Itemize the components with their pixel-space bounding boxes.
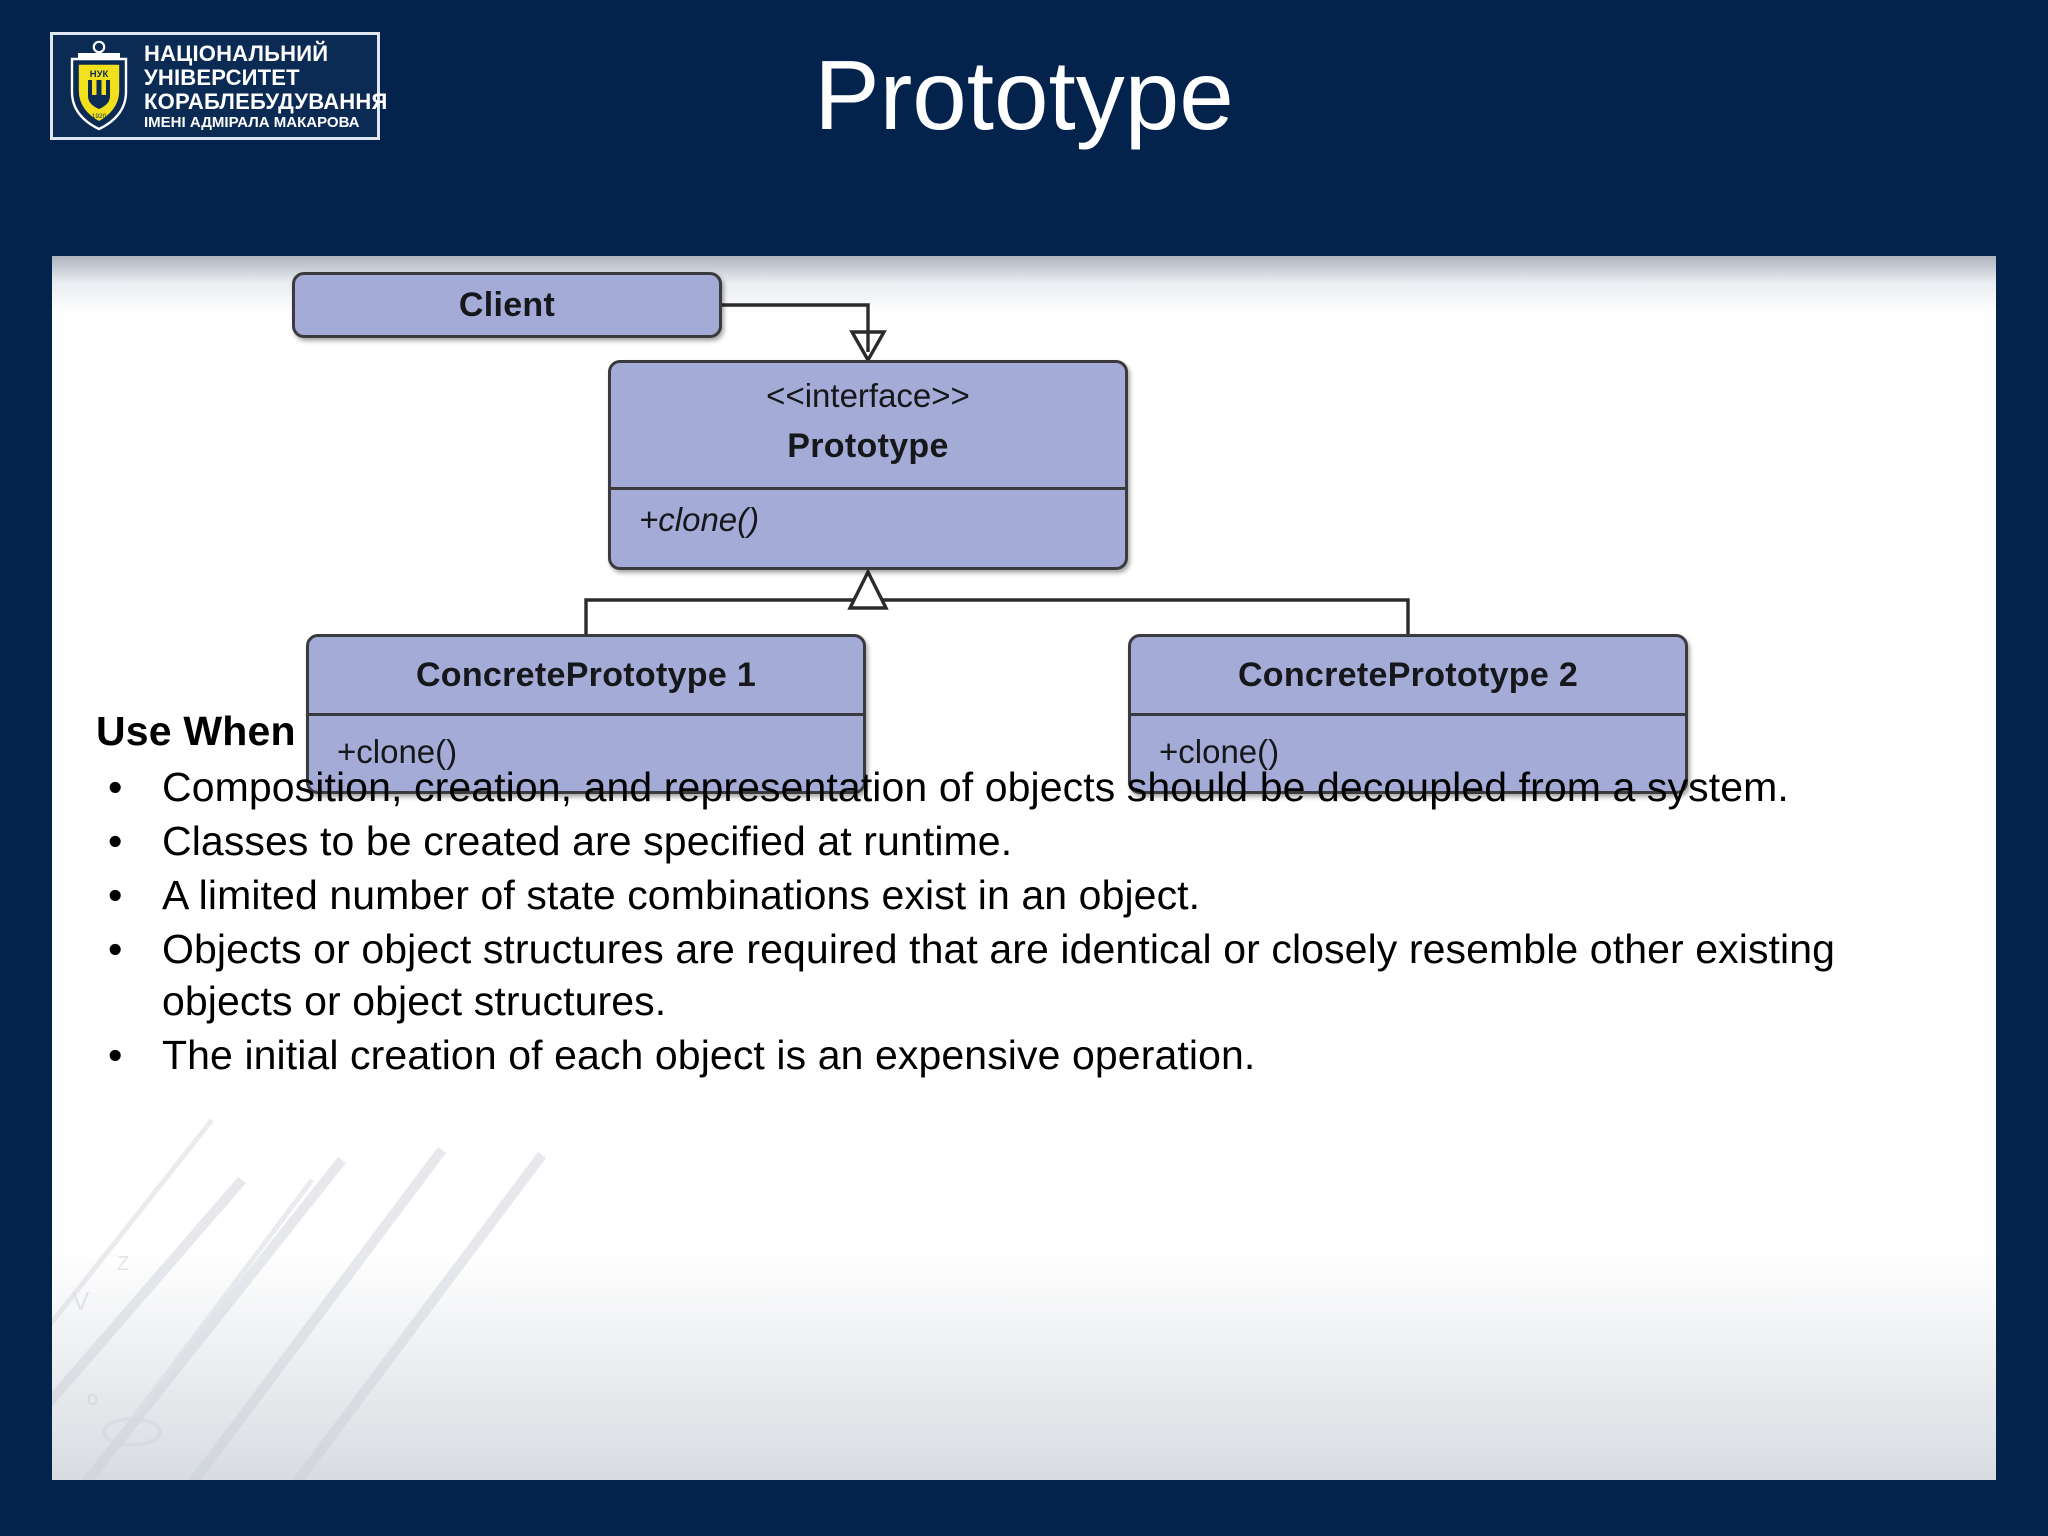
page-title: Prototype: [814, 40, 1234, 150]
uml-class-prototype-name: Prototype: [787, 426, 949, 465]
logo-line-4: ІМЕНІ АДМІРАЛА МАКАРОВА: [144, 113, 360, 131]
uml-class-prototype-stereotype: <<interface>>: [766, 377, 970, 414]
logo-line-3: КОРАБЛЕБУДУВАННЯ: [144, 88, 388, 114]
shield-svg: НУК 1920: [70, 40, 128, 131]
list-item-text: The initial creation of each object is a…: [162, 1032, 1256, 1079]
list-item: • Objects or object structures are requi…: [96, 923, 1976, 1027]
svg-text:Z: Z: [117, 1253, 129, 1275]
list-item-text: Composition, creation, and representatio…: [162, 764, 1789, 810]
shield-label: НУК: [90, 69, 109, 80]
slide-header: НУК 1920 НАЦІОНАЛЬНИЙ УНІВЕРСИТЕТ КОРАБЛ…: [0, 0, 2048, 196]
bullet-icon: •: [108, 1032, 123, 1079]
uml-class-concreteprototype-2-divider: [1131, 713, 1685, 716]
uml-class-prototype-divider: [611, 487, 1125, 490]
shield-year: 1920: [92, 113, 107, 120]
university-logo-text: НАЦІОНАЛЬНИЙ УНІВЕРСИТЕТ КОРАБЛЕБУДУВАНН…: [144, 41, 387, 132]
bullet-icon: •: [108, 818, 123, 865]
svg-text:M: M: [52, 1366, 54, 1396]
uml-class-concreteprototype-2[interactable]: ConcretePrototype 2 +clone(): [1128, 634, 1688, 794]
uml-class-prototype[interactable]: <<interface>> Prototype +clone(): [608, 360, 1128, 570]
uml-class-client-name: Client: [458, 285, 556, 324]
bullet-icon: •: [108, 926, 123, 973]
list-item-text: Classes to be created are specified at r…: [162, 818, 1013, 865]
logo-line-1: НАЦІОНАЛЬНИЙ: [144, 40, 329, 66]
svg-text:V: V: [72, 1286, 90, 1316]
list-item: • A limited number of state combinations…: [96, 869, 1976, 921]
list-item-text: A limited number of state combinations e…: [162, 872, 1201, 919]
slide-content: V Z M o o: [52, 256, 1996, 1480]
uml-class-client[interactable]: Client: [292, 272, 722, 338]
use-when-block: Use When • Composition, creation, and re…: [96, 708, 1976, 1083]
svg-text:o: o: [87, 1388, 98, 1410]
uml-class-concreteprototype-1-name: ConcretePrototype 1: [415, 655, 757, 694]
list-item-text: Objects or object structures are require…: [162, 926, 1836, 1025]
list-item: • Composition, creation, and representat…: [96, 761, 1976, 813]
uml-class-concreteprototype-1-divider: [309, 713, 863, 716]
uml-class-concreteprototype-1-operation: +clone(): [337, 733, 458, 770]
bullet-icon: •: [108, 764, 123, 810]
university-logo: НУК 1920 НАЦІОНАЛЬНИЙ УНІВЕРСИТЕТ КОРАБЛ…: [50, 32, 387, 140]
list-item: • Classes to be created are specified at…: [96, 815, 1976, 867]
list-item: • The initial creation of each object is…: [96, 1029, 1976, 1081]
uml-class-concreteprototype-1[interactable]: ConcretePrototype 1 +clone(): [306, 634, 866, 794]
logo-line-2: УНІВЕРСИТЕТ: [144, 64, 300, 90]
use-when-heading: Use When: [96, 708, 296, 754]
uml-class-diagram: Client <<interface>> Prototype +clone(): [52, 256, 1996, 794]
uml-class-concreteprototype-2-operation: +clone(): [1159, 733, 1280, 770]
slide-footer-bar: [0, 1480, 2048, 1536]
use-when-bullet-list: • Composition, creation, and representat…: [96, 761, 1976, 1081]
nuk-shield-anchor-logo: НУК 1920: [62, 40, 136, 132]
uml-class-prototype-operation: +clone(): [639, 501, 760, 538]
keyboard-watermark-image: V Z M o o: [52, 1118, 546, 1480]
uml-class-concreteprototype-2-name: ConcretePrototype 2: [1237, 655, 1579, 694]
bullet-icon: •: [108, 872, 123, 919]
